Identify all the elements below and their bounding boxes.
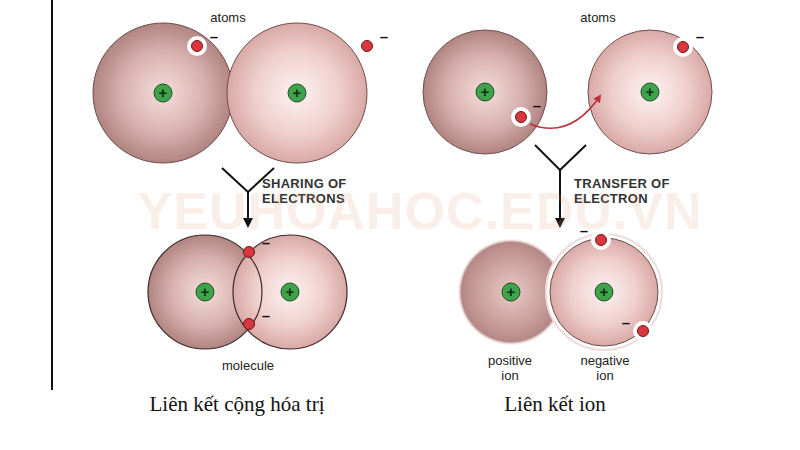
charge-sign: – — [696, 28, 704, 45]
ions — [457, 234, 662, 350]
charge-sign: + — [201, 283, 210, 300]
charge-sign: – — [533, 97, 541, 114]
group-label: atoms — [580, 11, 615, 26]
charge-sign: – — [262, 307, 270, 324]
result-label: molecule — [222, 359, 274, 374]
charge-sign: + — [600, 283, 609, 300]
molecule-shape — [148, 235, 347, 349]
group-label: atoms — [210, 11, 245, 26]
charge-sign: – — [622, 314, 630, 331]
ionic-atoms — [423, 30, 712, 154]
caption: Liên kết ion — [504, 392, 605, 416]
covalent-atoms — [93, 23, 367, 163]
transfer-arrow — [530, 96, 600, 128]
charge-sign: + — [159, 84, 168, 101]
ion-label: negative ion — [575, 354, 635, 384]
charge-sign: – — [210, 28, 218, 45]
charge-sign: – — [262, 234, 270, 251]
charge-sign: + — [481, 83, 490, 100]
charge-sign: + — [507, 283, 516, 300]
charge-sign: + — [293, 84, 302, 101]
watermark: YEUHOAHOC.EDU.VN — [138, 182, 703, 242]
charge-sign: + — [646, 83, 655, 100]
border-line — [51, 0, 53, 390]
charge-sign: – — [380, 28, 388, 45]
charge-sign: + — [286, 283, 295, 300]
charge-sign: – — [580, 222, 588, 239]
ion-label: positive ion — [480, 354, 540, 384]
caption: Liên kết cộng hóa trị — [150, 392, 325, 416]
